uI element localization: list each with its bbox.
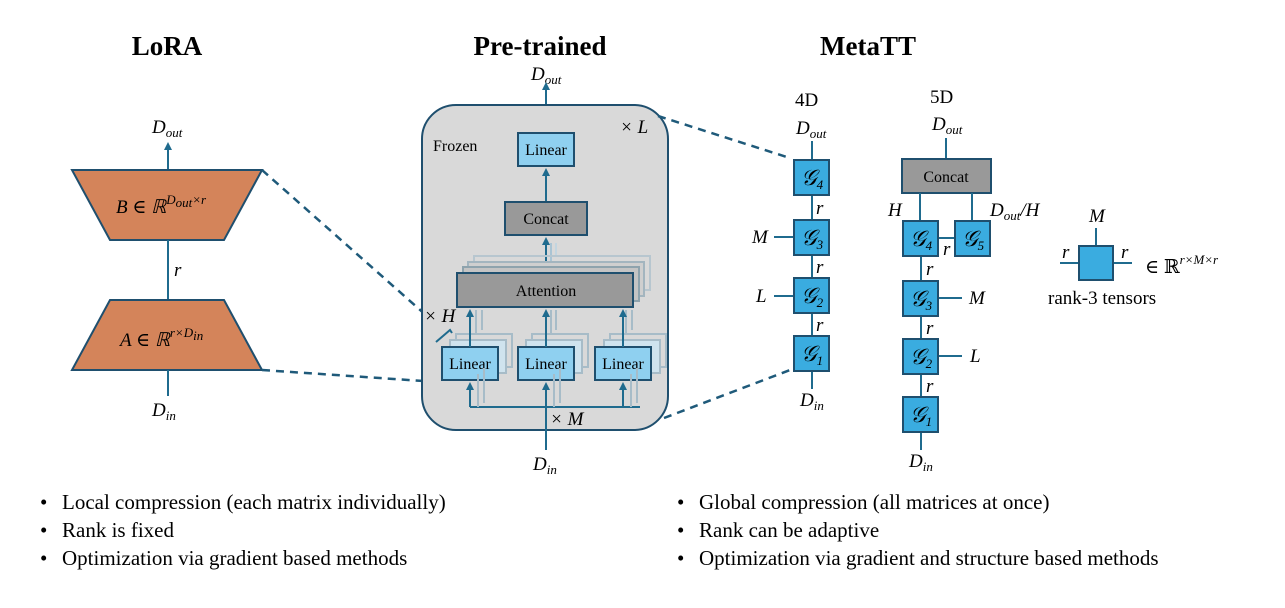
- core-5d-g1-label: 𝒢1: [910, 403, 932, 429]
- output-linear-label: Linear: [525, 142, 567, 159]
- legend-tensor-box: [1078, 245, 1114, 281]
- concat-box: [504, 201, 588, 236]
- rank-5d-1: r: [926, 259, 934, 280]
- metatt5d-dout-label: Dout: [931, 114, 963, 137]
- output-linear-box: [517, 132, 575, 167]
- mode-4d-l: L: [755, 286, 767, 307]
- attention-label: Attention: [516, 283, 576, 300]
- metatt-property: Rank can be adaptive: [677, 516, 1159, 544]
- metatt-property: Global compression (all matrices at once…: [677, 488, 1159, 516]
- value-linear-label: Linear: [602, 356, 644, 373]
- core-5d-g2: [902, 338, 939, 375]
- concat-label: Concat: [523, 211, 569, 228]
- rank-4d-3: r: [816, 315, 824, 336]
- times-h-label: × H: [424, 306, 457, 327]
- core-4d-g2: [793, 277, 830, 314]
- frozen-label: Frozen: [433, 138, 477, 155]
- label-4d: 4D: [795, 90, 818, 111]
- mode-5d-l: L: [969, 346, 981, 367]
- lora-b-label: B ∈ ℝDout×r: [116, 192, 207, 218]
- legend-caption: rank-3 tensors: [1048, 288, 1156, 309]
- legend-m-label: M: [1088, 206, 1106, 227]
- core-4d-g3-label: 𝒢3: [801, 226, 824, 252]
- mode-4d-m: M: [751, 227, 769, 248]
- dashed-connector-lora-top: [261, 169, 437, 325]
- lora-properties-list: Local compression (each matrix individua…: [40, 488, 446, 572]
- core-5d-g5-label: 𝒢5: [962, 227, 985, 253]
- dashed-connector-lora-bottom: [261, 368, 439, 384]
- lora-rank-label: r: [174, 260, 182, 281]
- lora-property: Optimization via gradient based methods: [40, 544, 446, 572]
- query-linear-label: Linear: [449, 356, 491, 373]
- lora-property: Local compression (each matrix individua…: [40, 488, 446, 516]
- attention-box: [456, 272, 634, 308]
- lora-din-label: Din: [151, 400, 176, 423]
- key-linear-label: Linear: [525, 356, 567, 373]
- rank-5d-3: r: [926, 376, 934, 397]
- metatt-properties-list: Global compression (all matrices at once…: [677, 488, 1159, 572]
- times-l-label: × L: [620, 117, 648, 138]
- rank3-legend: M r r ∈ ℝr×M×r rank-3 tensors: [1048, 206, 1219, 309]
- lora-diagram: Dout B ∈ ℝDout×r r A ∈ ℝr×Din Din: [70, 117, 264, 423]
- metatt-4d-chain: 4D Dout r r r M L 𝒢4 𝒢3 𝒢2 𝒢1 Din: [751, 90, 830, 413]
- core-5d-g4-label: 𝒢4: [910, 227, 933, 253]
- title-pretrained: Pre-trained: [474, 31, 607, 61]
- core-4d-g3: [793, 219, 830, 256]
- mode-5d-dout-h: Dout/H: [989, 200, 1041, 223]
- mode-5d-h: H: [887, 200, 903, 221]
- rank-4d-2: r: [816, 257, 824, 278]
- legend-right-r: r: [1121, 242, 1129, 263]
- metatt4d-dout-label: Dout: [795, 118, 827, 141]
- times-m-label: × M: [550, 409, 585, 430]
- lora-b-matrix: [70, 169, 264, 241]
- metatt4d-din-label: Din: [799, 390, 824, 413]
- core-5d-g2-label: 𝒢2: [910, 345, 933, 371]
- legend-membership: ∈ ℝr×M×r: [1145, 252, 1219, 278]
- dashed-connector-metatt-top: [657, 114, 791, 160]
- core-4d-g4-label: 𝒢4: [801, 166, 824, 192]
- core-4d-g2-label: 𝒢2: [801, 284, 824, 310]
- pretrained-dout-label: Dout: [530, 64, 562, 87]
- core-4d-g4: [793, 159, 830, 196]
- core-4d-g1: [793, 335, 830, 372]
- legend-left-r: r: [1062, 242, 1070, 263]
- pretrained-diagram: Dout Frozen × L Linear Concat Attention: [421, 64, 669, 477]
- metatt-5d-chain: 5D Dout Concat H Dout/H r r r r M L 𝒢4 𝒢…: [887, 87, 1041, 474]
- core-5d-g1: [902, 396, 939, 433]
- title-lora: LoRA: [132, 31, 203, 61]
- input-ghost-branches: [477, 368, 638, 407]
- rank-5d-2: r: [926, 318, 934, 339]
- metatt-concat-label: Concat: [923, 169, 969, 186]
- metatt-concat-box: [901, 158, 992, 194]
- core-5d-g3-label: 𝒢3: [910, 287, 933, 313]
- metatt5d-din-label: Din: [908, 451, 933, 474]
- core-4d-g1-label: 𝒢1: [801, 342, 823, 368]
- times-h-bracket: [435, 328, 453, 343]
- rank-4d-1: r: [816, 198, 824, 219]
- metatt-property: Optimization via gradient and structure …: [677, 544, 1159, 572]
- core-5d-g3: [902, 280, 939, 317]
- mode-5d-m: M: [968, 288, 986, 309]
- label-5d: 5D: [930, 87, 953, 108]
- pretrained-din-label: Din: [532, 454, 557, 477]
- core-5d-g5: [954, 220, 991, 257]
- lora-dout-label: Dout: [151, 117, 183, 140]
- rank-5d-g4-g5: r: [943, 239, 951, 260]
- core-5d-g4: [902, 220, 939, 257]
- lora-property: Rank is fixed: [40, 516, 446, 544]
- value-linear-box: [594, 346, 652, 381]
- lora-a-label: A ∈ ℝr×Din: [118, 325, 203, 351]
- dashed-connector-metatt-bottom: [663, 368, 791, 420]
- title-metatt: MetaTT: [820, 31, 916, 61]
